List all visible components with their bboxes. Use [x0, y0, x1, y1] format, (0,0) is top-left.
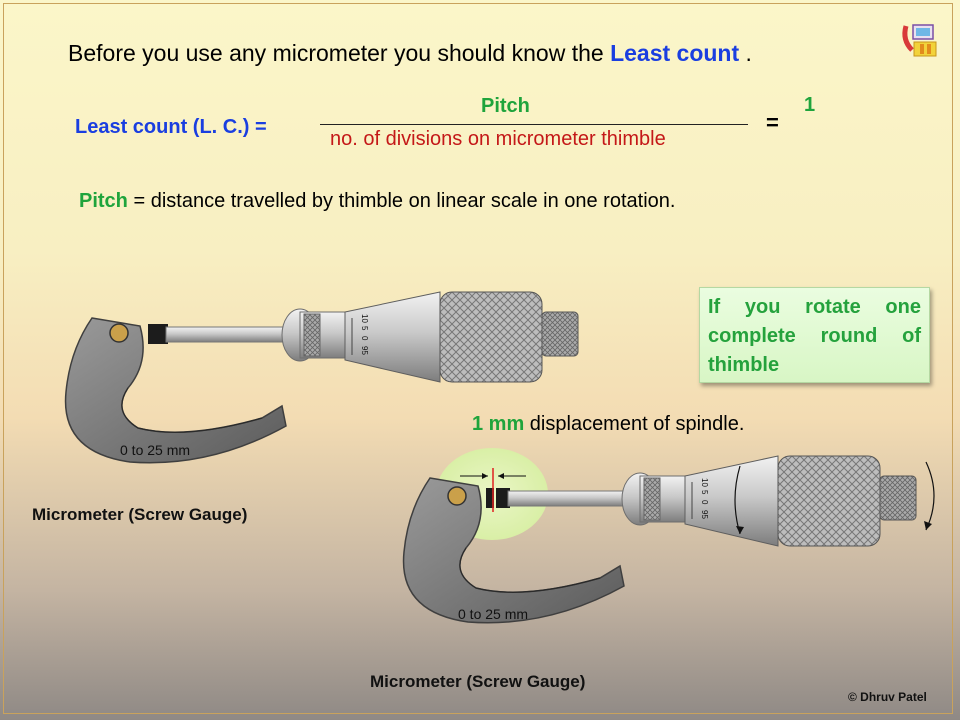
displacement-amount: 1 mm — [472, 413, 525, 435]
micrometer-2-scale-5: 5 — [700, 490, 709, 495]
least-count-label: Least count (L. C.) = — [75, 116, 267, 138]
title-text: Before you use any micrometer you should… — [68, 40, 611, 66]
formula-result: 1 — [804, 94, 816, 116]
micrometer-1-scale-5: 5 — [360, 326, 369, 331]
displacement-description: displacement of spindle. — [524, 413, 745, 435]
micrometer-1-drawing: 10 5 0 95 — [64, 291, 579, 464]
title-end: . — [739, 40, 752, 66]
slide-border — [3, 3, 953, 714]
micrometer-2-scale-10: 10 — [700, 478, 709, 487]
micrometer-1-scale-0: 0 — [360, 336, 369, 341]
micrometer-1-caption: Micrometer (Screw Gauge) — [32, 505, 248, 524]
pitch-term: Pitch — [79, 190, 128, 212]
note-callout: If you rotate one complete round of thim… — [699, 287, 930, 383]
pitch-definition-text: = distance travelled by thimble on linea… — [127, 190, 676, 212]
formula-numerator: Pitch — [481, 95, 530, 117]
micrometer-2-scale-0: 0 — [700, 500, 709, 505]
page-title: Before you use any micrometer you should… — [68, 40, 752, 67]
formula-equals: = — [766, 110, 779, 135]
pitch-definition: Pitch = distance travelled by thimble on… — [79, 190, 675, 213]
micrometer-1-scale-95: 95 — [360, 346, 369, 355]
micrometer-2-caption: Micrometer (Screw Gauge) — [370, 672, 586, 691]
author-credit: © Dhruv Patel — [848, 690, 927, 704]
micrometer-2-drawing: 10 5 0 95 — [402, 448, 935, 624]
displacement-text: 1 mm displacement of spindle. — [472, 413, 744, 436]
title-highlight: Least count — [610, 40, 740, 66]
formula-denominator: no. of divisions on micrometer thimble — [330, 128, 666, 150]
fraction-bar — [320, 124, 748, 125]
micrometer-1-scale-10: 10 — [360, 314, 369, 323]
note-text: If you rotate one complete round of thim… — [708, 296, 921, 376]
micrometer-2-scale-95: 95 — [700, 510, 709, 519]
micrometer-1-range: 0 to 25 mm — [120, 442, 191, 458]
micrometer-2-range: 0 to 25 mm — [458, 606, 529, 622]
